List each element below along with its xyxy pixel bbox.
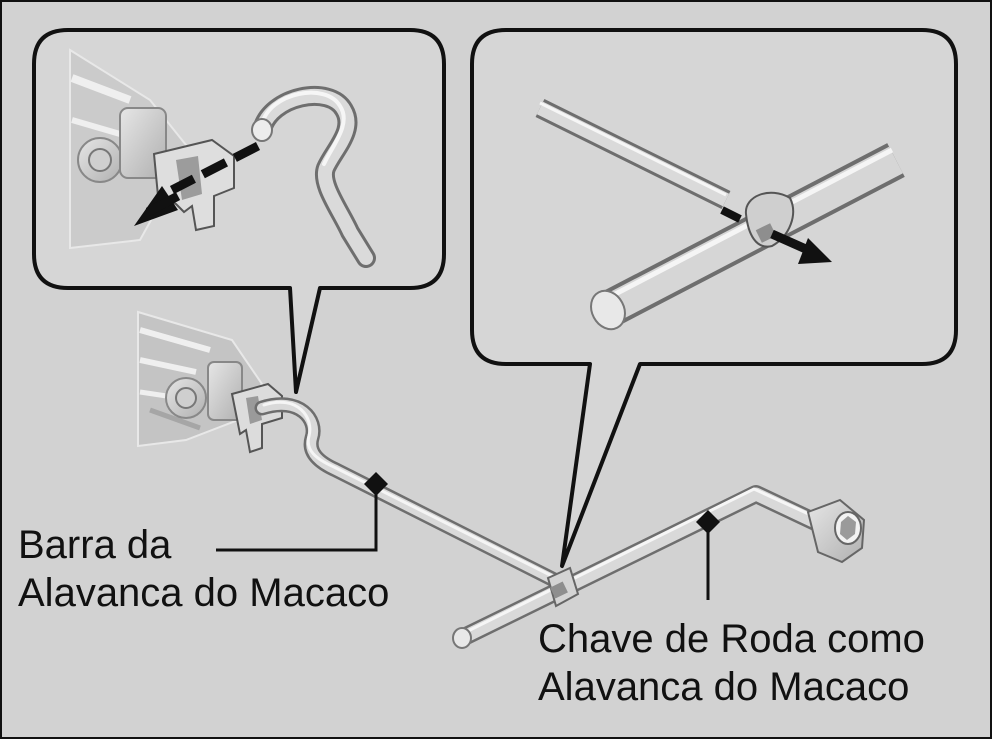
callout-wrench-joint: [470, 28, 958, 568]
callout-jack-hook: [32, 28, 446, 394]
label-wheel-wrench: Chave de Roda como Alavanca do Macaco: [538, 615, 925, 711]
scissor-jack: [137, 310, 264, 448]
insert-arrow-icon-right: [720, 206, 832, 264]
label-jack-bar-line1: Barra da: [18, 523, 172, 567]
leader-jack-bar: [216, 472, 388, 552]
insert-arrow-icon: [134, 141, 261, 226]
leader-wheel-wrench: [696, 510, 720, 600]
wheel-wrench: [452, 485, 866, 649]
label-wheel-wrench-line2: Alavanca do Macaco: [538, 665, 910, 709]
label-wheel-wrench-line1: Chave de Roda como: [538, 617, 925, 661]
jack-bar: [254, 397, 574, 594]
label-jack-bar-line2: Alavanca do Macaco: [18, 571, 390, 615]
label-jack-bar: Barra da Alavanca do Macaco: [18, 521, 389, 617]
